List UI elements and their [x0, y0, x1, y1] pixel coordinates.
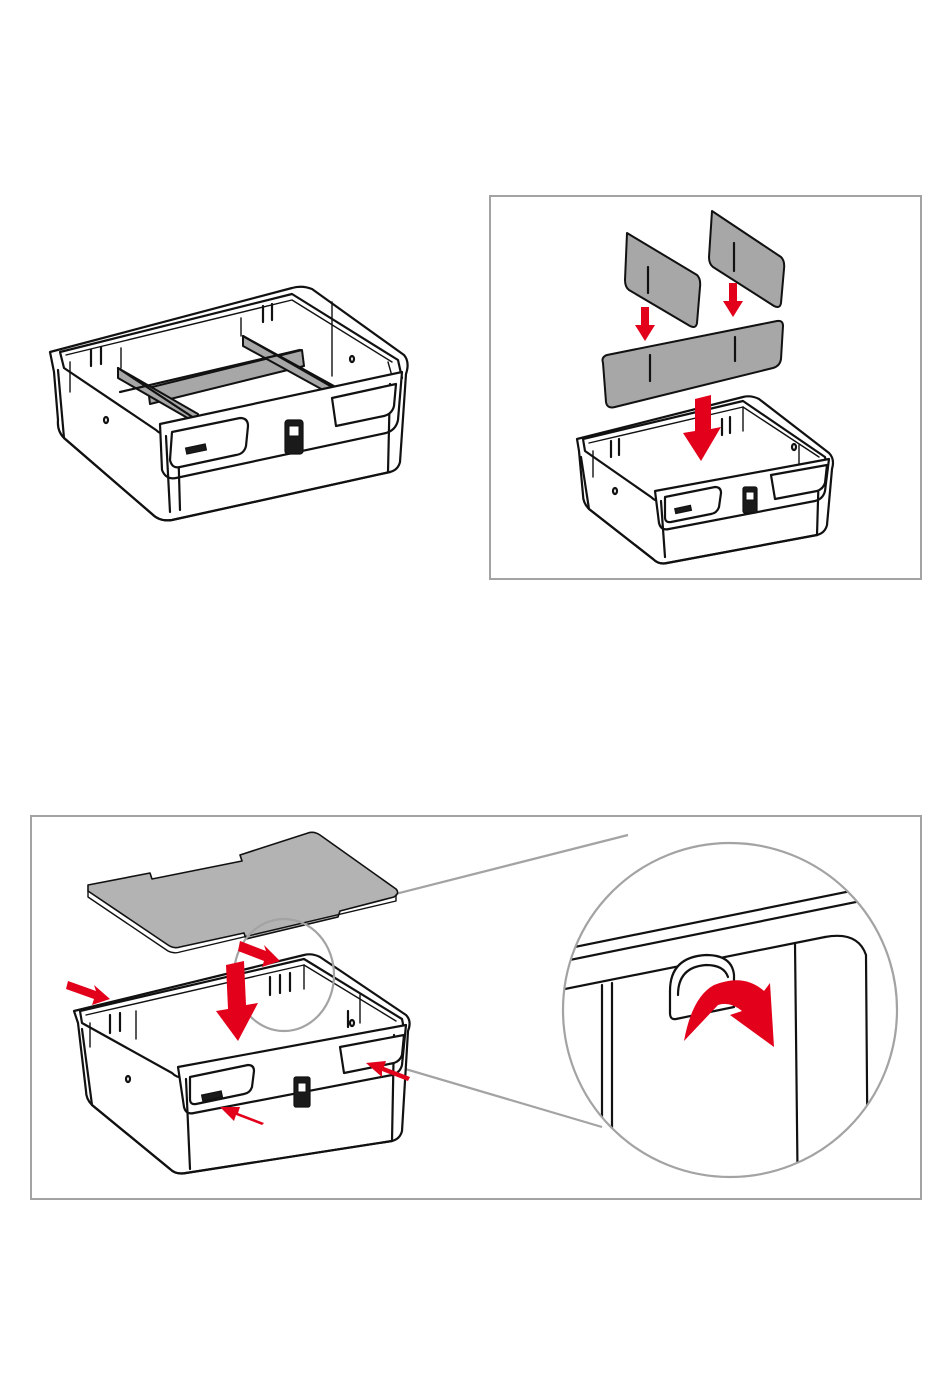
- divider-panel-long: [603, 321, 784, 408]
- figure-box-with-dividers: [0, 0, 470, 620]
- latch-icon: [285, 420, 303, 454]
- divider-panel-left: [625, 233, 700, 327]
- zoom-detail: [535, 835, 930, 1215]
- latch-icon: [294, 1077, 310, 1107]
- latch-icon: [743, 487, 757, 513]
- divider-panel-right: [709, 211, 784, 307]
- lid-plate: [88, 832, 398, 947]
- figure-insert-lid: [30, 815, 922, 1200]
- figure-insert-dividers: [489, 195, 922, 580]
